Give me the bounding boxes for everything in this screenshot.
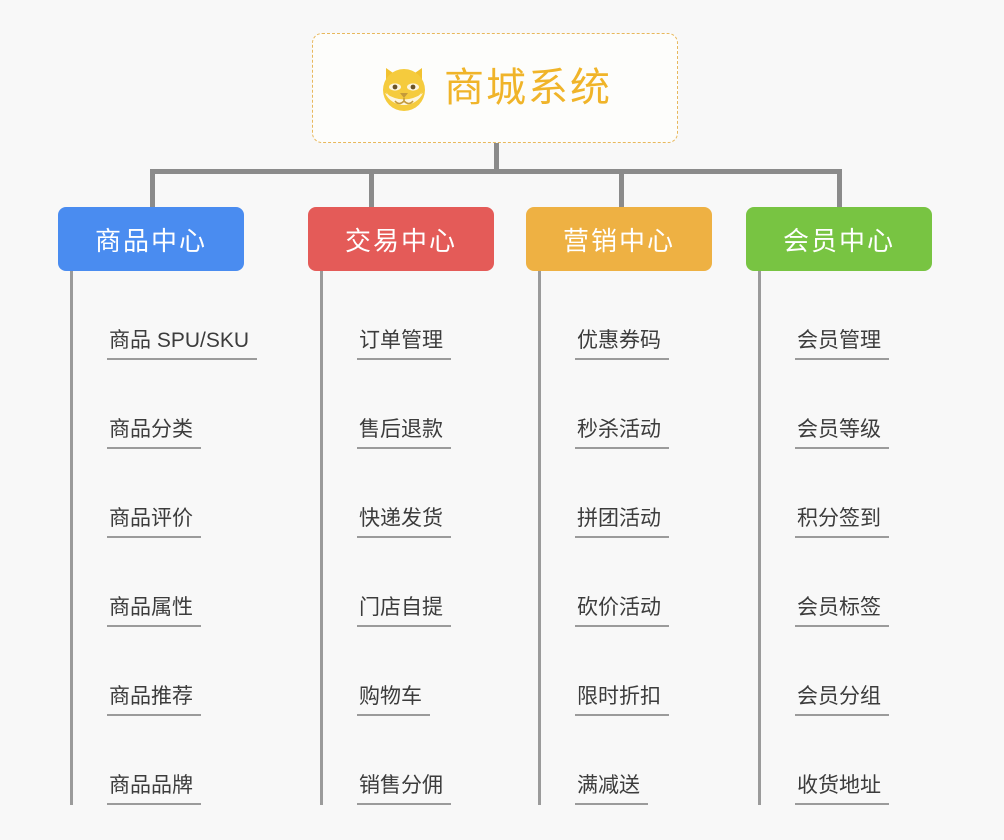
list-item[interactable]: 售后退款: [323, 360, 494, 449]
list-item[interactable]: 拼团活动: [541, 449, 712, 538]
list-item[interactable]: 销售分佣: [323, 716, 494, 805]
leaf-label: 积分签到: [795, 507, 889, 538]
list-item[interactable]: 砍价活动: [541, 538, 712, 627]
leaf-label: 快递发货: [357, 507, 451, 538]
leaf-label: 商品 SPU/SKU: [107, 329, 258, 360]
branch-header-2[interactable]: 交易中心: [308, 207, 494, 271]
leaf-label: 购物车: [357, 685, 430, 716]
connector-drop-2: [369, 169, 374, 209]
list-item[interactable]: 收货地址: [761, 716, 932, 805]
list-item[interactable]: 积分签到: [761, 449, 932, 538]
leaf-label: 商品属性: [107, 596, 201, 627]
leaf-label: 秒杀活动: [575, 418, 669, 449]
connector-drop-4: [837, 169, 842, 209]
leaf-list-3: 优惠券码 秒杀活动 拼团活动 砍价活动 限时折扣 满减送: [538, 271, 712, 805]
leaf-label: 会员等级: [795, 418, 889, 449]
branch-column-2: 交易中心 订单管理 售后退款 快递发货 门店自提 购物车 销售分佣: [308, 207, 494, 805]
connector-drop-3: [619, 169, 624, 209]
branch-column-3: 营销中心 优惠券码 秒杀活动 拼团活动 砍价活动 限时折扣 满减送: [526, 207, 712, 805]
list-item[interactable]: 商品属性: [73, 538, 244, 627]
list-item[interactable]: 订单管理: [323, 271, 494, 360]
connector-trunk: [494, 143, 499, 171]
list-item[interactable]: 商品品牌: [73, 716, 244, 805]
branch-column-4: 会员中心 会员管理 会员等级 积分签到 会员标签 会员分组 收货地址: [746, 207, 932, 805]
list-item[interactable]: 会员标签: [761, 538, 932, 627]
branch-header-1[interactable]: 商品中心: [58, 207, 244, 271]
list-item[interactable]: 会员管理: [761, 271, 932, 360]
leaf-label: 满减送: [575, 774, 648, 805]
leaf-list-1: 商品 SPU/SKU 商品分类 商品评价 商品属性 商品推荐 商品品牌: [70, 271, 258, 805]
leaf-label: 商品品牌: [107, 774, 201, 805]
leaf-label: 商品分类: [107, 418, 201, 449]
leaf-label: 限时折扣: [575, 685, 669, 716]
leaf-label: 优惠券码: [575, 329, 669, 360]
list-item[interactable]: 商品分类: [73, 360, 244, 449]
list-item[interactable]: 门店自提: [323, 538, 494, 627]
branch-header-4[interactable]: 会员中心: [746, 207, 932, 271]
list-item[interactable]: 快递发货: [323, 449, 494, 538]
connector-crossbar: [150, 169, 842, 174]
leaf-label: 商品推荐: [107, 685, 201, 716]
dog-face-icon: [378, 62, 430, 114]
list-item[interactable]: 秒杀活动: [541, 360, 712, 449]
leaf-label: 拼团活动: [575, 507, 669, 538]
list-item[interactable]: 限时折扣: [541, 627, 712, 716]
list-item[interactable]: 购物车: [323, 627, 494, 716]
leaf-label: 会员管理: [795, 329, 889, 360]
leaf-label: 销售分佣: [357, 774, 451, 805]
root-node[interactable]: 商城系统: [312, 33, 678, 143]
leaf-label: 会员分组: [795, 685, 889, 716]
list-item[interactable]: 商品 SPU/SKU: [73, 271, 258, 360]
leaf-list-4: 会员管理 会员等级 积分签到 会员标签 会员分组 收货地址: [758, 271, 932, 805]
leaf-label: 售后退款: [357, 418, 451, 449]
leaf-list-2: 订单管理 售后退款 快递发货 门店自提 购物车 销售分佣: [320, 271, 494, 805]
leaf-label: 门店自提: [357, 596, 451, 627]
list-item[interactable]: 会员等级: [761, 360, 932, 449]
branch-column-1: 商品中心 商品 SPU/SKU 商品分类 商品评价 商品属性 商品推荐 商品品牌: [58, 207, 258, 805]
list-item[interactable]: 会员分组: [761, 627, 932, 716]
list-item[interactable]: 商品推荐: [73, 627, 244, 716]
leaf-label: 砍价活动: [575, 596, 669, 627]
leaf-label: 收货地址: [795, 774, 889, 805]
connector-drop-1: [150, 169, 155, 209]
leaf-label: 商品评价: [107, 507, 201, 538]
root-title: 商城系统: [444, 66, 612, 110]
list-item[interactable]: 商品评价: [73, 449, 244, 538]
branch-header-3[interactable]: 营销中心: [526, 207, 712, 271]
list-item[interactable]: 优惠券码: [541, 271, 712, 360]
leaf-label: 会员标签: [795, 596, 889, 627]
leaf-label: 订单管理: [357, 329, 451, 360]
list-item[interactable]: 满减送: [541, 716, 712, 805]
